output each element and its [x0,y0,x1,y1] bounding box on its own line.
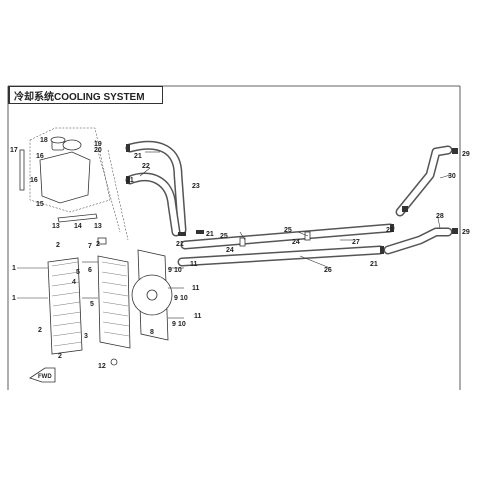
fwd-label: FWD [38,374,52,380]
callout-16b: 16 [30,177,38,184]
radiator-front-core [47,257,83,355]
callout-26: 26 [324,267,332,274]
callout-8: 8 [150,329,154,336]
bottle-bracket [19,149,25,191]
fwd-arrow: FWD [29,367,56,383]
callout-6: 6 [88,267,92,274]
callout-11b: 11 [192,285,200,292]
bottle-hose-dash [94,139,121,233]
callout-21b: 21 [126,177,134,184]
upper-radiator-hose [125,140,187,235]
bottle-group-frame [29,127,111,213]
callout-9b: 9 [174,295,178,302]
callout-21f: 21 [370,261,378,268]
callout-13a: 13 [52,223,60,230]
callout-21c: 21 [176,241,184,248]
callout-30: 30 [448,173,456,180]
callout-29a: 29 [462,151,470,158]
callout-11c: 11 [194,313,202,320]
callout-18: 18 [40,137,48,144]
callout-28: 28 [436,213,444,220]
callout-2a: 2 [56,242,60,249]
callout-5b: 5 [90,301,94,308]
callout-29b: 29 [462,229,470,236]
callout-27: 27 [352,239,360,246]
hose-clamps [126,144,458,254]
callout-15: 15 [36,201,44,208]
engine-inlet-hose [395,145,453,217]
drain-bolt [110,358,118,366]
callout-24b: 24 [292,239,300,246]
callout-2c: 2 [58,353,62,360]
engine-outlet-hose [383,227,453,255]
callout-21e: 21 [386,227,394,234]
callout-17: 17 [10,147,18,154]
breather-hose [57,213,98,223]
callout-9c: 9 [172,321,176,328]
callout-3: 3 [84,333,88,340]
callout-21a: 21 [134,153,142,160]
callout-16a: 16 [36,153,44,160]
callout-21d: 21 [206,231,214,238]
callout-25b: 25 [284,227,292,234]
callout-10c: 10 [178,321,186,328]
callout-13b: 13 [94,223,102,230]
title-frame [8,86,163,104]
callout-1b: 1 [12,295,16,302]
callout-25a: 25 [220,233,228,240]
overflow-bottle [39,136,91,204]
bottle-hose-dash-2 [107,149,129,241]
callout-7: 7 [88,243,92,250]
callout-19: 19 [94,141,102,148]
callouts: 1 1 2 2 2 2 3 4 5 5 6 7 8 9 9 9 10 10 10… [10,137,470,370]
diagram-title: 冷却系统COOLING SYSTEM [14,92,145,103]
callout-2d: 2 [96,241,100,248]
coolant-pipe-lower [177,245,385,267]
coolant-pipe-upper [180,223,395,250]
callout-2b: 2 [38,327,42,334]
callout-23: 23 [192,183,200,190]
callout-11a: 11 [190,261,198,268]
callout-4: 4 [72,279,76,286]
fan-shroud [131,249,173,341]
callout-22: 22 [142,163,150,170]
callout-10b: 10 [180,295,188,302]
lower-radiator-hose [125,172,181,237]
callout-5a: 5 [76,269,80,276]
callout-20: 20 [94,147,102,154]
callout-1a: 1 [12,265,16,272]
callout-24a: 24 [226,247,234,254]
radiator-main [97,255,131,349]
leader-lines [17,151,451,319]
callout-12: 12 [98,363,106,370]
radiator-cap [97,237,107,245]
callout-9a: 9 [168,267,172,274]
bleed-valve-left [239,237,246,247]
bottle-cap [62,139,82,151]
callout-14: 14 [74,223,82,230]
callout-10a: 10 [174,267,182,274]
